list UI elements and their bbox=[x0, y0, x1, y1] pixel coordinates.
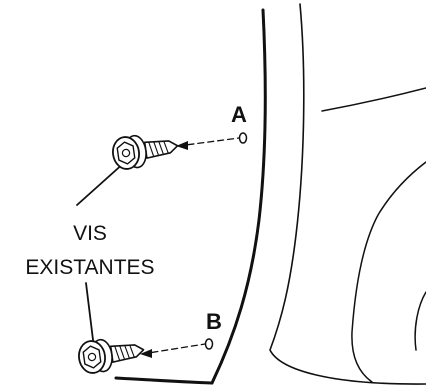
leader-line-upper bbox=[76, 161, 126, 206]
caption-line-1: VIS bbox=[73, 222, 107, 245]
hole-b bbox=[204, 338, 214, 350]
body-line bbox=[321, 87, 426, 112]
mudguard-bottom-edge bbox=[114, 376, 214, 385]
label-point-b: B bbox=[206, 309, 222, 334]
wheel-arch-contour bbox=[351, 161, 426, 383]
label-point-a: A bbox=[231, 102, 247, 127]
arrowhead-b bbox=[140, 349, 152, 358]
screw-lower-icon bbox=[78, 338, 145, 374]
guide-line-a bbox=[177, 137, 240, 147]
arrowhead-a bbox=[176, 141, 188, 150]
rear-contour bbox=[414, 291, 426, 351]
hole-a bbox=[238, 132, 248, 144]
guide-line-b bbox=[141, 343, 206, 355]
fender-outer-edge bbox=[210, 8, 267, 385]
caption-line-2: EXISTANTES bbox=[25, 256, 154, 279]
fender-inner-edge bbox=[269, 3, 426, 385]
leader-line-lower bbox=[85, 282, 95, 349]
screw-upper-icon bbox=[112, 134, 179, 170]
